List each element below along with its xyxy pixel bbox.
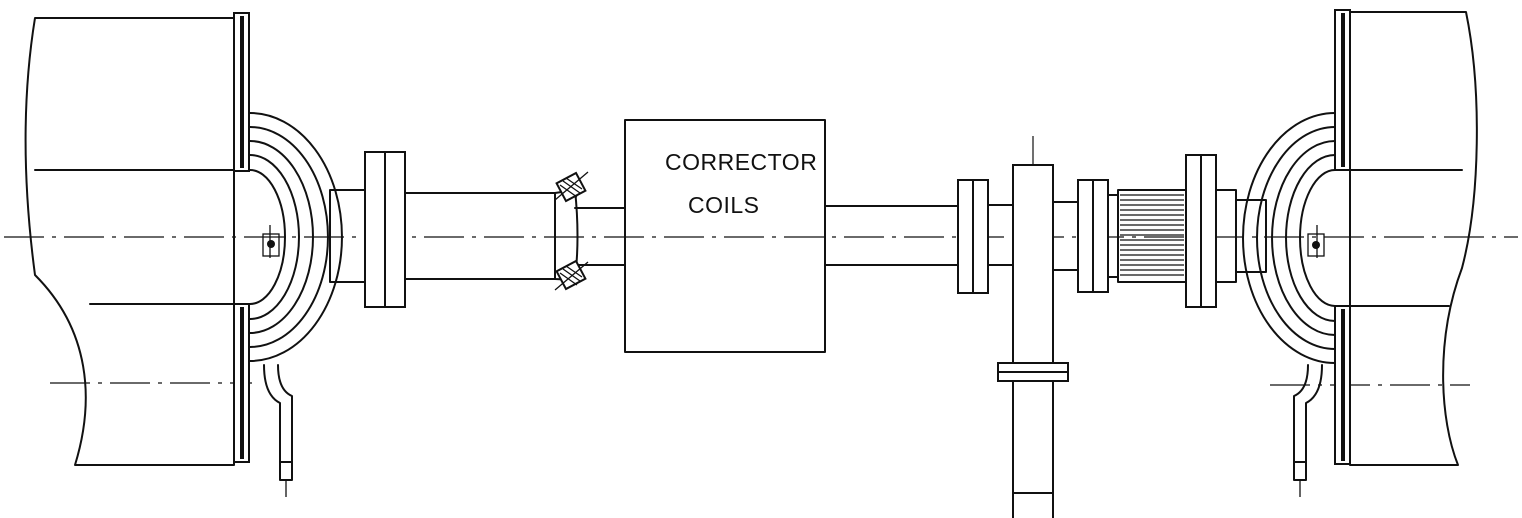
- bellows: [1117, 189, 1187, 283]
- pump-port: [997, 164, 1069, 518]
- centerlines: [4, 136, 1518, 515]
- right-coil-winding: [1242, 112, 1336, 364]
- left-magnet-yoke: [24, 17, 235, 466]
- corrector-coils-box: CORRECTOR COILS: [624, 119, 826, 353]
- left-magnet: [24, 12, 343, 497]
- left-beam-pipe: [329, 151, 626, 308]
- left-flange-pair: [364, 151, 386, 308]
- corrector-label-line1: CORRECTOR: [665, 149, 817, 175]
- right-magnet-yoke: [1349, 11, 1478, 466]
- right-cooling-pipe: [1293, 364, 1323, 463]
- left-coil-winding: [249, 112, 343, 362]
- left-clamp-bolts: [554, 171, 589, 291]
- corrector-label-line2: COILS: [688, 192, 760, 218]
- right-magnet: [1242, 9, 1478, 497]
- mid-flange-pair: [957, 179, 974, 294]
- right-flange-pair: [1185, 154, 1202, 308]
- right-beam-pipe: [824, 154, 1267, 518]
- left-cooling-pipe: [263, 364, 293, 463]
